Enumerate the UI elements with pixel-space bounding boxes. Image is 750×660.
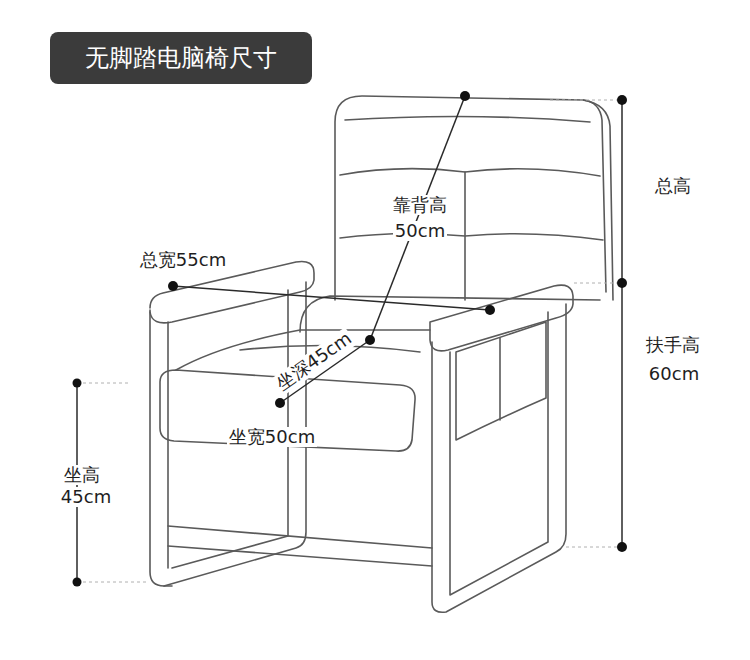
dimension-value: 50cm — [393, 221, 447, 242]
dimension-value: 60cm — [647, 364, 701, 385]
dimension-name: 靠背高 — [391, 195, 449, 216]
title-banner: 无脚踏电脑椅尺寸 — [50, 32, 312, 84]
dimension-value: 45cm — [59, 487, 113, 508]
dimension-label: 坐宽50cm — [227, 427, 317, 448]
dimension-label: 坐深45cm — [271, 327, 357, 396]
dimension-name: 扶手高 — [644, 335, 702, 356]
dimension-name: 总高 — [653, 176, 693, 197]
dimension-label: 总宽55cm — [138, 250, 228, 271]
dimension-name: 坐高 — [62, 465, 102, 486]
